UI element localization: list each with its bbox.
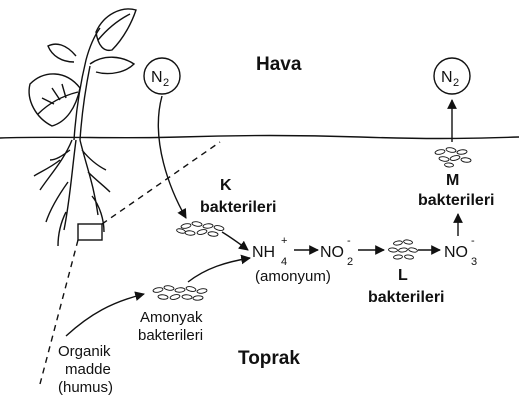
svg-text:+: + xyxy=(281,235,287,247)
m-bacteria-letter: M xyxy=(446,172,459,189)
l-bacteria-cluster xyxy=(388,239,418,260)
k-bacteria-word: bakterileri xyxy=(200,199,276,216)
m-bacteria-word: bakterileri xyxy=(418,192,494,209)
soil-label: Toprak xyxy=(238,348,300,369)
plant-illustration xyxy=(28,8,137,247)
nitrate-formula: NO 3 - xyxy=(444,235,477,268)
k-bacteria-letter: K xyxy=(220,177,232,194)
svg-text:2: 2 xyxy=(163,77,169,89)
l-bacteria-word: bakterileri xyxy=(368,289,444,306)
ammonium-formula: NH 4 + xyxy=(252,235,287,268)
svg-text:N: N xyxy=(441,69,453,86)
arrow-k-to-nh4 xyxy=(221,231,249,251)
arrow-amonyak-to-nh4 xyxy=(187,254,251,283)
organic-label-line1: Organik xyxy=(58,343,111,360)
ammonium-label: (amonyum) xyxy=(255,268,331,285)
l-bacteria-letter: L xyxy=(398,267,408,284)
amonyak-label-line2: bakterileri xyxy=(138,327,203,344)
zoom-line-bottom xyxy=(39,239,79,385)
svg-text:N: N xyxy=(151,69,163,86)
arrow-organic-to-amonyak xyxy=(65,291,145,337)
m-bacteria-cluster xyxy=(434,147,472,168)
svg-text:NO: NO xyxy=(444,244,468,261)
n2-right-molecule: N 2 xyxy=(433,57,471,95)
svg-text:4: 4 xyxy=(281,256,287,268)
amonyak-label-line1: Amonyak xyxy=(140,309,203,326)
organic-label-line2: madde xyxy=(65,361,111,378)
svg-text:-: - xyxy=(347,235,351,247)
nitrite-formula: NO 2 - xyxy=(320,235,353,268)
zoom-box xyxy=(77,223,103,241)
k-bacteria-cluster xyxy=(176,221,225,237)
svg-text:NH: NH xyxy=(252,244,275,261)
organic-label-line3: (humus) xyxy=(58,379,113,396)
air-label: Hava xyxy=(256,54,302,75)
amonyak-bacteria-cluster xyxy=(152,285,208,301)
svg-text:-: - xyxy=(471,235,475,247)
zoom-line-top xyxy=(101,141,221,225)
n2-left-molecule: N 2 xyxy=(143,57,181,95)
svg-text:NO: NO xyxy=(320,244,344,261)
svg-text:2: 2 xyxy=(453,77,459,89)
arrow-n2-to-k xyxy=(157,95,187,219)
svg-text:3: 3 xyxy=(471,256,477,268)
svg-text:2: 2 xyxy=(347,256,353,268)
ground-line xyxy=(0,134,519,140)
